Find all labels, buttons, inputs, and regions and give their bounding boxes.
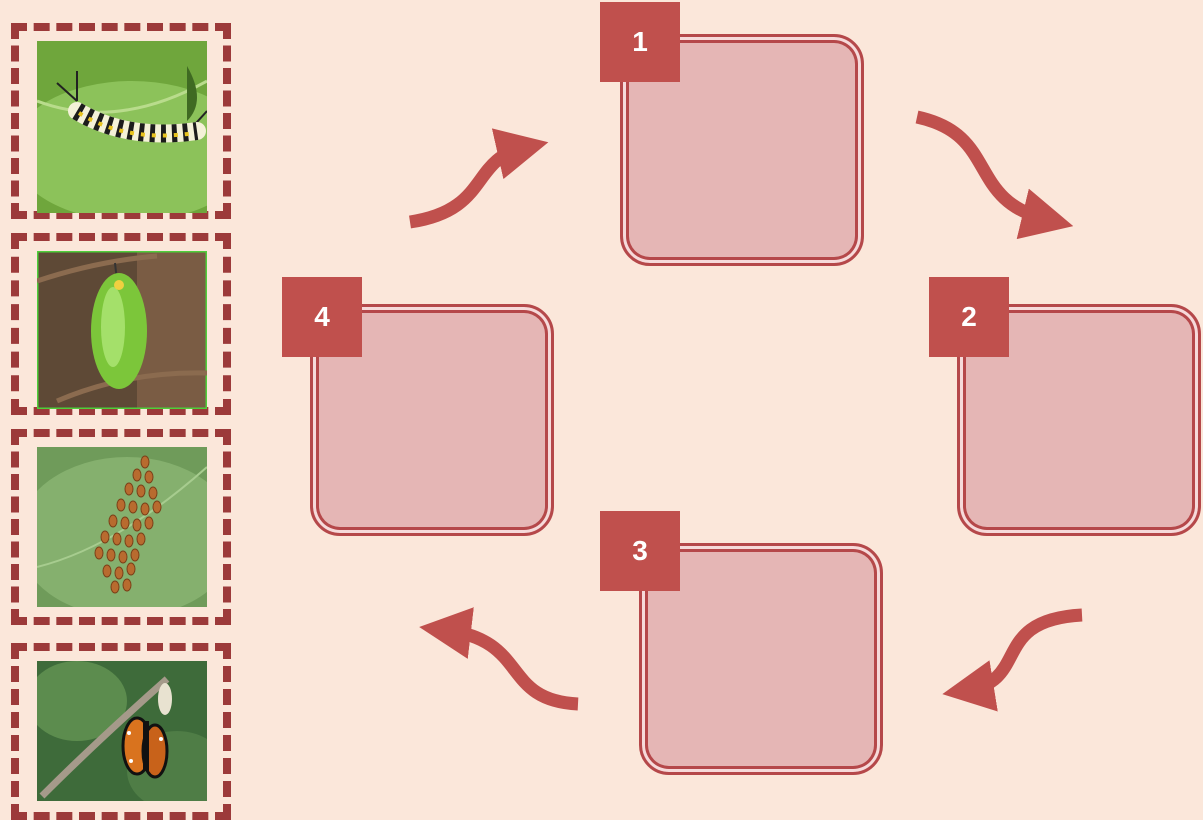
caterpillar-image xyxy=(37,41,207,213)
chrysalis-image xyxy=(37,251,207,409)
picture-card-eggs[interactable] xyxy=(11,429,231,625)
butterfly-image xyxy=(37,661,207,801)
stage-2-badge: 2 xyxy=(929,277,1009,357)
picture-card-caterpillar[interactable] xyxy=(11,23,231,219)
stage-4-badge: 4 xyxy=(282,277,362,357)
stage-1-badge: 1 xyxy=(600,2,680,82)
arrow-4-to-1 xyxy=(408,128,549,229)
stage-1-drop-box[interactable] xyxy=(620,34,864,266)
arrow-3-to-4 xyxy=(419,607,579,711)
stage-3-badge: 3 xyxy=(600,511,680,591)
arrow-2-to-3 xyxy=(942,608,1083,712)
picture-card-butterfly[interactable] xyxy=(11,643,231,820)
picture-card-chrysalis[interactable] xyxy=(11,233,231,415)
eggs-image xyxy=(37,447,207,607)
arrow-1-to-2 xyxy=(915,110,1074,240)
